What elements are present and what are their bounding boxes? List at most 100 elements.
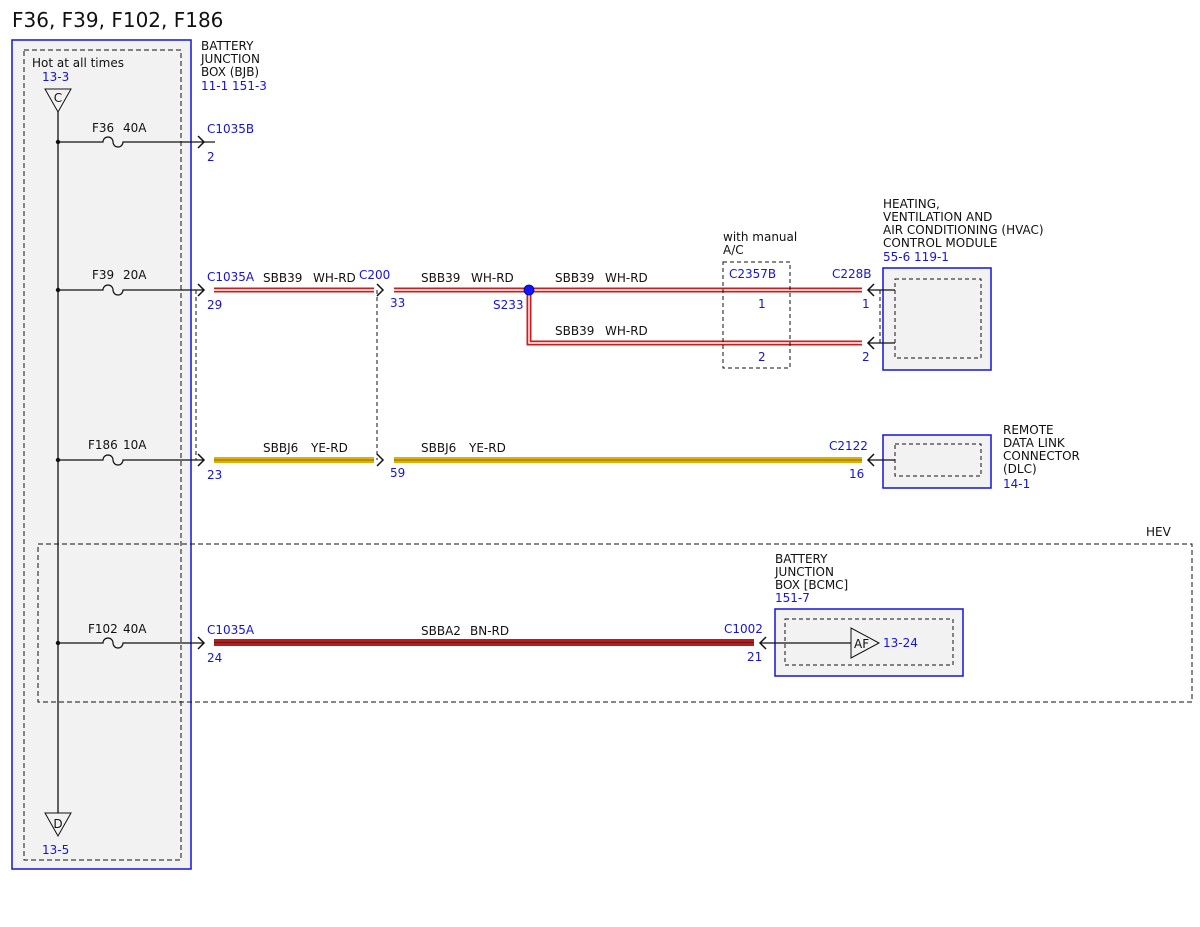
bjb-box <box>11 39 192 870</box>
c228b-pin-2: 2 <box>862 350 870 364</box>
c2357b-note-2: A/C <box>723 243 744 257</box>
c200-pin-33: 33 <box>390 296 405 310</box>
hvac-refs: 55-6 119-1 <box>883 250 949 264</box>
sbbj6-wire-2 <box>394 457 862 463</box>
c200-pin-59: 59 <box>390 466 405 480</box>
f186-name: F186 <box>88 438 118 452</box>
sbb39-wire-1 <box>214 287 374 293</box>
c228b-pin-1: 1 <box>862 297 870 311</box>
bus-c-triangle <box>44 88 72 114</box>
sbbj6-a-color: YE-RD <box>310 441 348 455</box>
bjb-inner-dashed <box>23 49 182 861</box>
c1035a-pin-29: 29 <box>207 298 222 312</box>
bjb-name-1: BATTERY <box>201 39 254 53</box>
sbb39-wire-3 <box>529 287 862 293</box>
splice-s233 <box>523 284 535 296</box>
c2357b-pin-2: 2 <box>758 350 766 364</box>
c2122-label: C2122 <box>829 439 868 453</box>
c2357b-label: C2357B <box>729 267 776 281</box>
f39-circuit <box>55 283 206 297</box>
sbb39-d-circuit: SBB39 <box>555 324 594 338</box>
bcmc-inner <box>784 618 954 666</box>
hvac-module-inner <box>894 278 982 359</box>
sbba2-color: BN-RD <box>470 624 509 638</box>
diagram-title: F36, F39, F102, F186 <box>12 8 223 32</box>
sbb39-a-color: WH-RD <box>313 271 356 285</box>
c1002-label: C1002 <box>724 622 763 636</box>
bus-c-letter: C <box>54 91 62 105</box>
f36-fuse <box>58 136 203 148</box>
f36-rating: 40A <box>123 121 147 135</box>
hev-region <box>37 543 1193 703</box>
c200-arrow-6 <box>376 453 385 467</box>
c228b-label: C228B <box>832 267 872 281</box>
c1035a-label-f39: C1035A <box>207 270 255 284</box>
sbbj6-wire-1 <box>214 457 374 463</box>
sbba2-circuit: SBBA2 <box>421 624 461 638</box>
f102-name: F102 <box>88 622 118 636</box>
bcmc-name-3: BOX [BCMC] <box>775 578 848 592</box>
dlc-name-3: CONNECTOR <box>1003 449 1080 463</box>
hvac-module-box <box>882 267 992 371</box>
sbb39-c-color: WH-RD <box>605 271 648 285</box>
dlc-box <box>882 434 992 489</box>
sbbj6-b-color: YE-RD <box>468 441 506 455</box>
c200-arrow-39 <box>376 283 385 297</box>
f39-name: F39 <box>92 268 114 282</box>
bjb-name-3: BOX (BJB) <box>201 65 259 79</box>
bcmc-name-1: BATTERY <box>775 552 828 566</box>
c2122-pin: 16 <box>849 467 864 481</box>
c1035b-pin: 2 <box>207 150 215 164</box>
c1002-pin: 21 <box>747 650 762 664</box>
sbb39-d-color: WH-RD <box>605 324 648 338</box>
af-label: AF <box>854 637 869 651</box>
c2357b-dashed-box <box>722 261 791 369</box>
bjb-refs: 11-1 151-3 <box>201 79 267 93</box>
hev-label: HEV <box>1146 525 1172 539</box>
sbbj6-a-circuit: SBBJ6 <box>263 441 298 455</box>
sbb39-b-circuit: SBB39 <box>421 271 460 285</box>
sbb39-a-circuit: SBB39 <box>263 271 302 285</box>
c1035a-pin-24: 24 <box>207 651 222 665</box>
hvac-name-2: VENTILATION AND <box>883 210 992 224</box>
c2357b-note-1: with manual <box>723 230 797 244</box>
hvac-name-4: CONTROL MODULE <box>883 236 998 250</box>
sbb39-b-color: WH-RD <box>471 271 514 285</box>
f39-rating: 20A <box>123 268 147 282</box>
f102-connector-arrow <box>197 636 206 650</box>
bus-d-letter: D <box>53 817 62 831</box>
sbb39-wire-2 <box>394 287 529 293</box>
f102-circuit <box>55 636 206 650</box>
f102-rating: 40A <box>123 622 147 636</box>
bcmc-refs: 151-7 <box>775 591 810 605</box>
af-triangle <box>850 627 881 659</box>
f186-rating: 10A <box>123 438 147 452</box>
f36-circuit <box>55 135 215 149</box>
c1035a-pin-23: 23 <box>207 468 222 482</box>
c200-label: C200 <box>359 268 390 282</box>
sbb39-c-circuit: SBB39 <box>555 271 594 285</box>
bus-d-triangle <box>44 812 72 838</box>
c2357b-pin-1: 1 <box>758 297 766 311</box>
f186-circuit <box>55 453 206 467</box>
f39-connector-arrow <box>197 283 206 297</box>
f186-connector-arrow <box>197 453 206 467</box>
sbba2-wire <box>214 639 754 646</box>
c1035b-label: C1035B <box>207 122 254 136</box>
dlc-name-2: DATA LINK <box>1003 436 1066 450</box>
hvac-name-3: AIR CONDITIONING (HVAC) <box>883 223 1044 237</box>
sbbj6-b-circuit: SBBJ6 <box>421 441 456 455</box>
dlc-refs: 14-1 <box>1003 477 1030 491</box>
c1035a-label-f102: C1035A <box>207 623 255 637</box>
f186-fuse <box>58 454 203 466</box>
sbb39-wire-4 <box>526 290 862 346</box>
bus-bottom-ref: 13-5 <box>42 843 69 857</box>
dlc-name-4: (DLC) <box>1003 462 1037 476</box>
bjb-name-2: JUNCTION <box>200 52 260 66</box>
f36-name: F36 <box>92 121 114 135</box>
f39-fuse <box>58 284 203 296</box>
bcmc-name-2: JUNCTION <box>774 565 834 579</box>
f102-fuse <box>58 637 203 649</box>
af-ref: 13-24 <box>883 636 918 650</box>
